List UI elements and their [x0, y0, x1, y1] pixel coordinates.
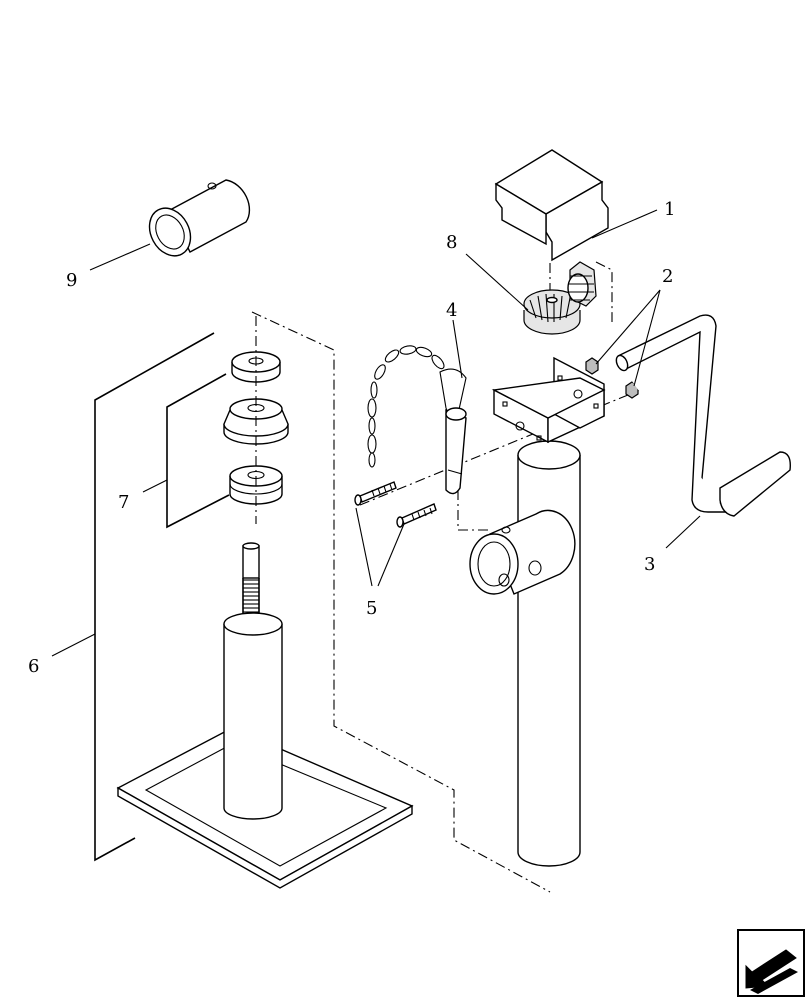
part-8-bevel-gear-front	[523, 289, 581, 335]
callout-6: 6	[28, 656, 39, 677]
callout-1: 1	[664, 199, 675, 220]
gear-bracket	[491, 356, 606, 444]
part-8-bevel-gear-side	[567, 261, 597, 307]
part-9-sleeve	[148, 179, 251, 257]
part-5-screw-lower	[396, 503, 437, 528]
part-5-screw-upper	[354, 481, 397, 506]
part-2-nut-a	[585, 357, 599, 375]
part-1-top-cap	[494, 149, 609, 262]
callout-7: 7	[118, 492, 129, 513]
part-4-pin-with-chain	[367, 345, 467, 495]
leader-lines	[51, 209, 701, 657]
part-2-nut-b	[625, 381, 639, 399]
callout-5: 5	[366, 598, 377, 619]
callout-3: 3	[644, 554, 655, 575]
callout-9: 9	[66, 270, 77, 291]
part-6-bracket	[94, 332, 215, 862]
part-7-bracket	[166, 373, 230, 529]
part-3-crank-handle	[615, 314, 791, 517]
jack-main-tube	[517, 440, 581, 867]
callout-2: 2	[662, 266, 673, 287]
callout-8: 8	[446, 232, 457, 253]
back-arrow-icon[interactable]	[737, 929, 805, 997]
callout-4: 4	[446, 300, 457, 321]
tube-collar	[469, 509, 576, 595]
part-6-jack-foot	[116, 542, 414, 889]
